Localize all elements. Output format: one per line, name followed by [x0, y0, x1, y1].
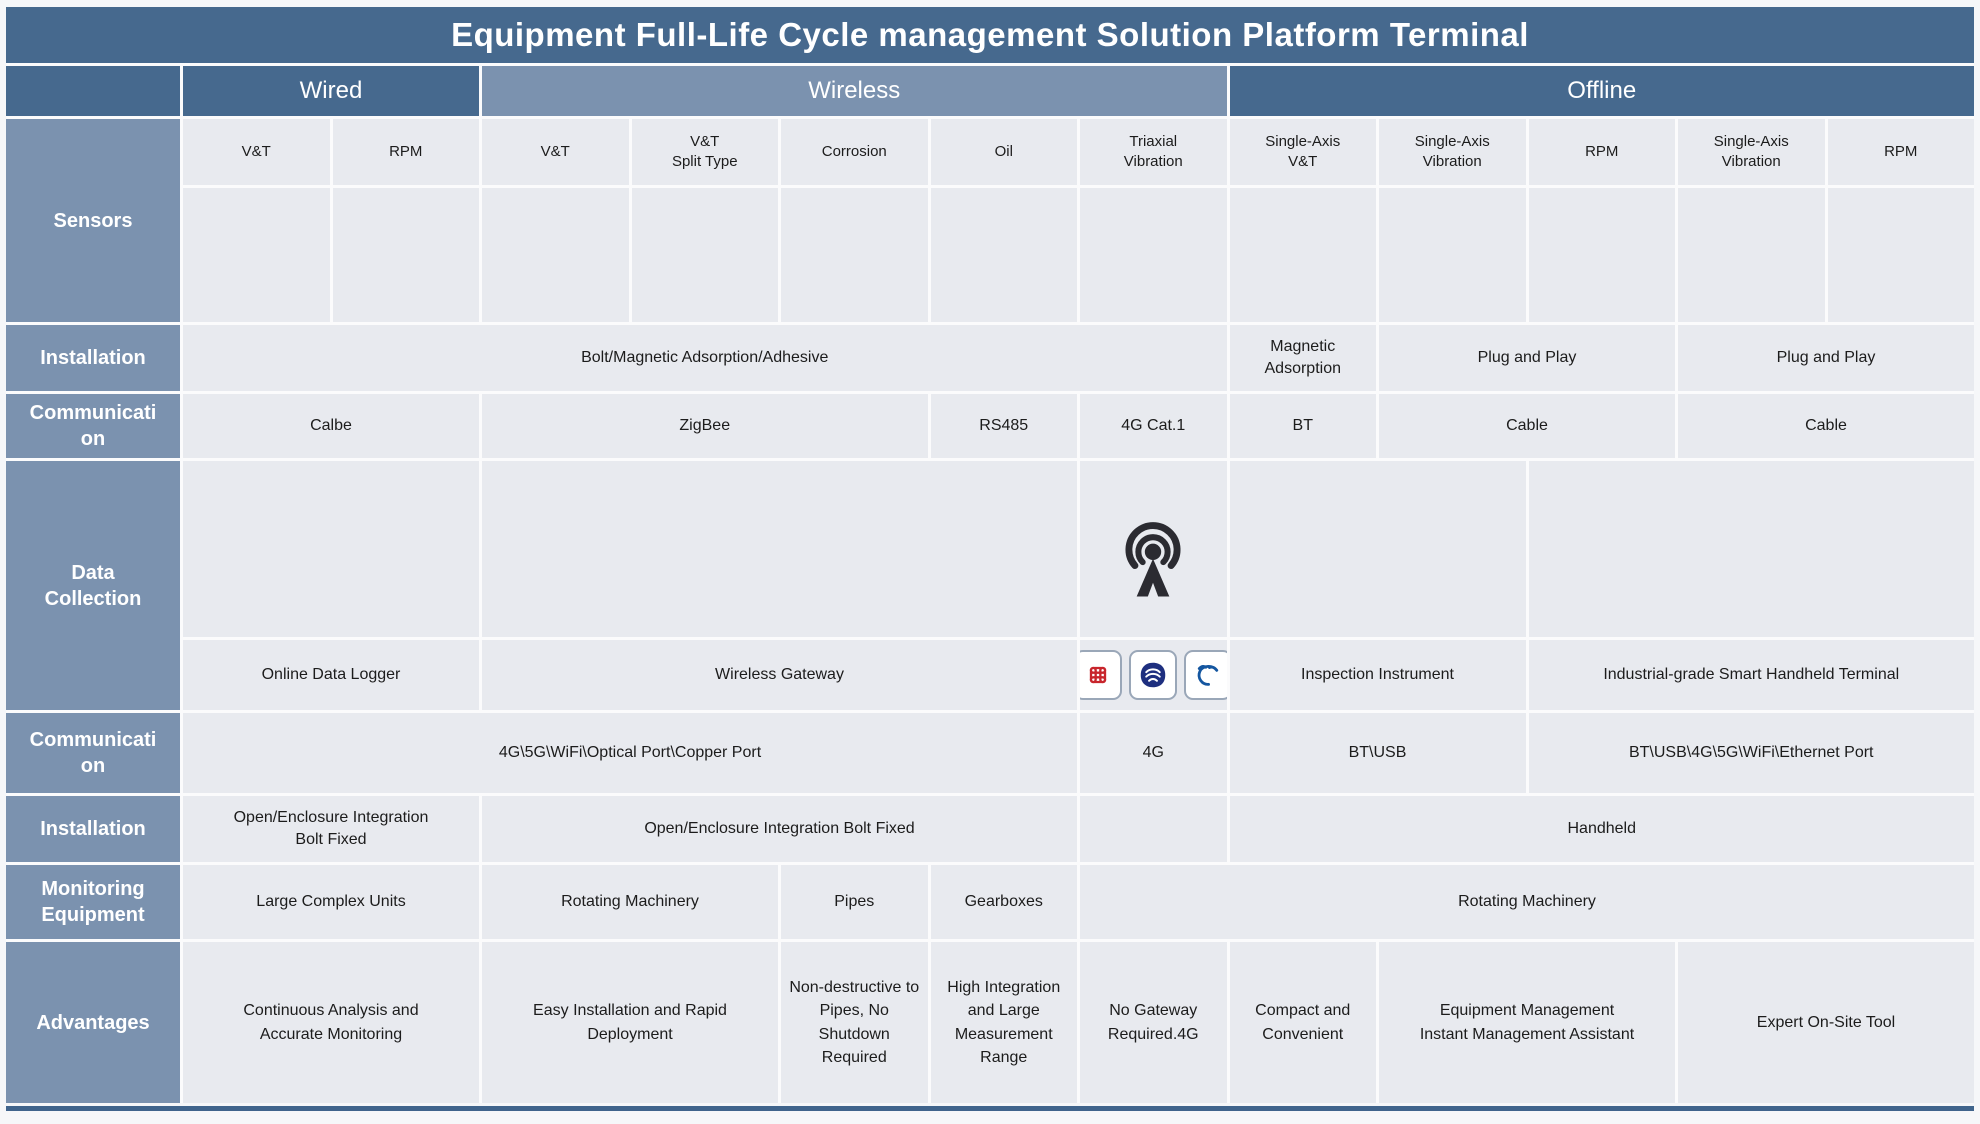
cell-installation-plug-and-play-1: Plug and Play [1379, 325, 1675, 391]
cell-adv-easy-installation: Easy Installation and Rapid Deployment [482, 942, 778, 1103]
sensor-image-placeholder [1678, 188, 1825, 322]
sensor-name-vt-split-type: V&T Split Type [631, 119, 778, 185]
sensor-image-placeholder [482, 188, 629, 322]
sensor-name-wireless-vt: V&T [482, 119, 629, 185]
cell-online-data-logger: Online Data Logger [183, 640, 479, 710]
sensor-image-placeholder [631, 188, 778, 322]
cell-wireless-gateway: Wireless Gateway [482, 640, 1077, 710]
corner-header-cell [6, 66, 180, 116]
sensor-name-single-axis-vib-1: Single-Axis Vibration [1379, 119, 1526, 185]
row-label-sensors: Sensors [6, 119, 180, 322]
cell-communication-calbe: Calbe [183, 394, 479, 458]
cell-monitor-rotating-machinery-2: Rotating Machinery [1080, 865, 1974, 939]
cell-communication-cable-2: Cable [1678, 394, 1974, 458]
sensor-name-corrosion: Corrosion [781, 119, 928, 185]
row-label-monitoring-equipment: Monitoring Equipment [6, 865, 180, 939]
sensor-image-placeholder [1528, 188, 1675, 322]
cell-adv-no-gateway: No Gateway Required.4G [1080, 942, 1227, 1103]
sensor-name-single-axis-vt: Single-Axis V&T [1229, 119, 1376, 185]
china-mobile-icon [1129, 650, 1178, 700]
sensor-name-wired-rpm: RPM [332, 119, 479, 185]
sensor-image-placeholder [930, 188, 1077, 322]
cell-communication-bt: BT [1229, 394, 1376, 458]
cell-adv-expert-onsite-tool: Expert On-Site Tool [1678, 942, 1974, 1103]
row-label-advantages: Advantages [6, 942, 180, 1103]
row-label-data-collection: Data Collection [6, 461, 180, 710]
data-collection-image-4g [1080, 461, 1227, 637]
data-collection-image-inspection [1229, 461, 1526, 637]
cell-comm-bt-usb: BT\USB [1229, 713, 1526, 793]
sensor-image-placeholder [1229, 188, 1376, 322]
sensor-name-offline-rpm-1: RPM [1528, 119, 1675, 185]
cell-installation-bolt-magnetic-adhesive: Bolt/Magnetic Adsorption/Adhesive [183, 325, 1227, 391]
data-collection-image-handheld [1528, 461, 1974, 637]
cell-install-empty [1080, 796, 1227, 862]
group-header-wireless: Wireless [482, 66, 1227, 116]
row-label-installation-top: Installation [6, 325, 180, 391]
cell-communication-cable-1: Cable [1379, 394, 1675, 458]
cell-adv-equipment-management: Equipment Management Instant Management … [1379, 942, 1675, 1103]
cell-communication-rs485: RS485 [930, 394, 1077, 458]
group-header-wired: Wired [183, 66, 479, 116]
cell-comm-bt-usb-4g-5g-wifi-ethernet: BT\USB\4G\5G\WiFi\Ethernet Port [1528, 713, 1974, 793]
cell-install-handheld: Handheld [1229, 796, 1974, 862]
sensor-name-triaxial-vibration: Triaxial Vibration [1080, 119, 1227, 185]
cell-communication-zigbee: ZigBee [482, 394, 928, 458]
cell-comm-4g-5g-wifi-optical-copper: 4G\5G\WiFi\Optical Port\Copper Port [183, 713, 1077, 793]
carrier-logo-group [1080, 650, 1227, 700]
cell-adv-compact-convenient: Compact and Convenient [1229, 942, 1376, 1103]
cell-adv-non-destructive: Non-destructive to Pipes, No Shutdown Re… [781, 942, 928, 1103]
cell-inspection-instrument: Inspection Instrument [1229, 640, 1526, 710]
row-label-communication-top: Communication [6, 394, 180, 458]
cell-installation-magnetic-adsorption: Magnetic Adsorption [1229, 325, 1376, 391]
row-label-installation-bottom: Installation [6, 796, 180, 862]
sensor-image-placeholder [1080, 188, 1227, 322]
sensor-image-placeholder [1827, 188, 1974, 322]
cell-tower-antenna-icon [1110, 486, 1196, 612]
sensor-image-placeholder [781, 188, 928, 322]
cell-communication-4g-cat1: 4G Cat.1 [1080, 394, 1227, 458]
table-grid: Equipment Full-Life Cycle management Sol… [6, 7, 1974, 1103]
data-collection-image-wired [183, 461, 479, 637]
sensor-image-placeholder [1379, 188, 1526, 322]
cell-adv-continuous-analysis: Continuous Analysis and Accurate Monitor… [183, 942, 479, 1103]
sensor-name-oil: Oil [930, 119, 1077, 185]
cell-install-open-enclosure-wireless: Open/Enclosure Integration Bolt Fixed [482, 796, 1077, 862]
china-telecom-icon [1184, 650, 1227, 700]
group-header-offline: Offline [1229, 66, 1974, 116]
cell-industrial-handheld-terminal: Industrial-grade Smart Handheld Terminal [1528, 640, 1974, 710]
sensor-name-single-axis-vib-2: Single-Axis Vibration [1678, 119, 1825, 185]
cell-comm-4g: 4G [1080, 713, 1227, 793]
cell-monitor-gearboxes: Gearboxes [930, 865, 1077, 939]
sensor-name-wired-vt: V&T [183, 119, 330, 185]
sensor-image-placeholder [183, 188, 330, 322]
cell-monitor-rotating-machinery-1: Rotating Machinery [482, 865, 778, 939]
bottom-border-bar [6, 1106, 1974, 1111]
cell-install-open-enclosure-wired: Open/Enclosure Integration Bolt Fixed [183, 796, 479, 862]
cell-carrier-logos [1080, 640, 1227, 710]
sensor-name-offline-rpm-2: RPM [1827, 119, 1974, 185]
cell-adv-high-integration: High Integration and Large Measurement R… [930, 942, 1077, 1103]
china-unicom-icon [1080, 650, 1123, 700]
row-label-communication-bottom: Communication [6, 713, 180, 793]
cell-monitor-pipes: Pipes [781, 865, 928, 939]
page-title: Equipment Full-Life Cycle management Sol… [6, 7, 1974, 63]
sensor-image-placeholder [332, 188, 479, 322]
data-collection-image-wireless [482, 461, 1077, 637]
cell-installation-plug-and-play-2: Plug and Play [1678, 325, 1974, 391]
cell-monitor-large-complex-units: Large Complex Units [183, 865, 479, 939]
